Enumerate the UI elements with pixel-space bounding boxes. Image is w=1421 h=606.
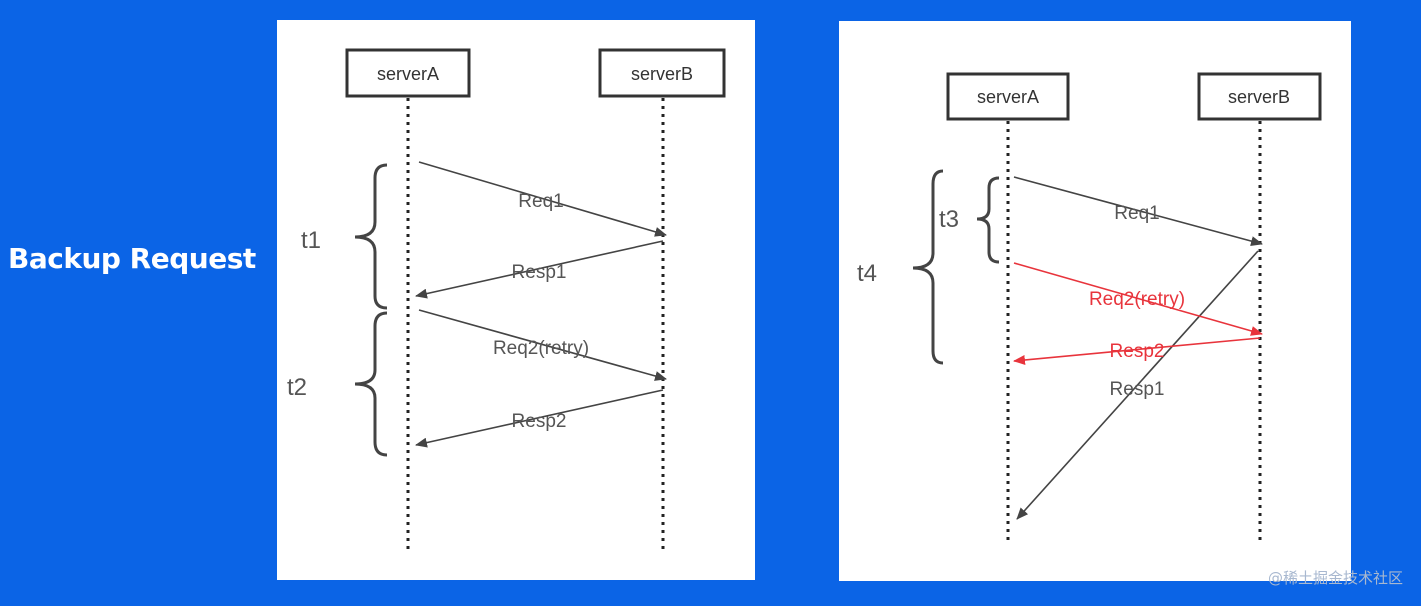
message-label-resp1: Resp1: [512, 262, 567, 283]
message-arrow-resp1: [1016, 250, 1259, 520]
participant-label: serverB: [631, 64, 693, 84]
participant-box-serverb: serverB: [598, 48, 726, 98]
participant-box-servera: serverA: [345, 48, 471, 98]
slide-title: Backup Request: [8, 242, 256, 275]
participant-label: serverA: [977, 87, 1039, 107]
right-sequence-diagram: serverA serverB Req1 Resp1 Req2(retry) R…: [839, 21, 1351, 581]
interval-brace-t1: [354, 163, 388, 310]
interval-label-t3: t3: [939, 206, 959, 233]
message-arrow-req1: [1013, 176, 1263, 246]
left-sequence-diagram: serverA serverB Req1 Resp1 Req2(retry) R…: [277, 20, 755, 580]
interval-label-t1: t1: [301, 227, 321, 254]
message-arrow-resp2: [1013, 337, 1261, 365]
message-label-req1: Req1: [518, 191, 563, 212]
interval-brace-t4: [912, 169, 944, 365]
message-arrow-req2: [418, 309, 667, 381]
message-label-resp2: Resp2: [1110, 341, 1165, 362]
message-arrow-req1: [418, 161, 667, 237]
message-label-resp2: Resp2: [512, 411, 567, 432]
participant-label: serverA: [377, 64, 439, 84]
message-arrow-resp2: [415, 389, 664, 448]
watermark-text: @稀土掘金技术社区: [1267, 569, 1403, 587]
participant-box-serverb: serverB: [1197, 72, 1322, 121]
right-diagram-canvas: serverA serverB Req1 Resp1 Req2(retry) R…: [857, 72, 1322, 541]
interval-label-t2: t2: [287, 374, 307, 401]
message-arrow-resp1: [415, 240, 664, 299]
message-arrow-req2-retry: [1013, 262, 1263, 336]
message-label-req2-retry: Req2(retry): [493, 338, 589, 359]
participant-label: serverB: [1228, 87, 1290, 107]
interval-brace-t3: [976, 176, 1000, 264]
interval-label-t4: t4: [857, 260, 877, 287]
interval-brace-t2: [354, 311, 388, 457]
left-diagram-canvas: serverA serverB Req1 Resp1 Req2(retry) R…: [287, 48, 726, 552]
message-label-resp1: Resp1: [1110, 379, 1165, 400]
participant-box-servera: serverA: [946, 72, 1070, 121]
message-label-req2-retry: Req2(retry): [1089, 289, 1185, 310]
message-label-req1: Req1: [1114, 203, 1159, 224]
